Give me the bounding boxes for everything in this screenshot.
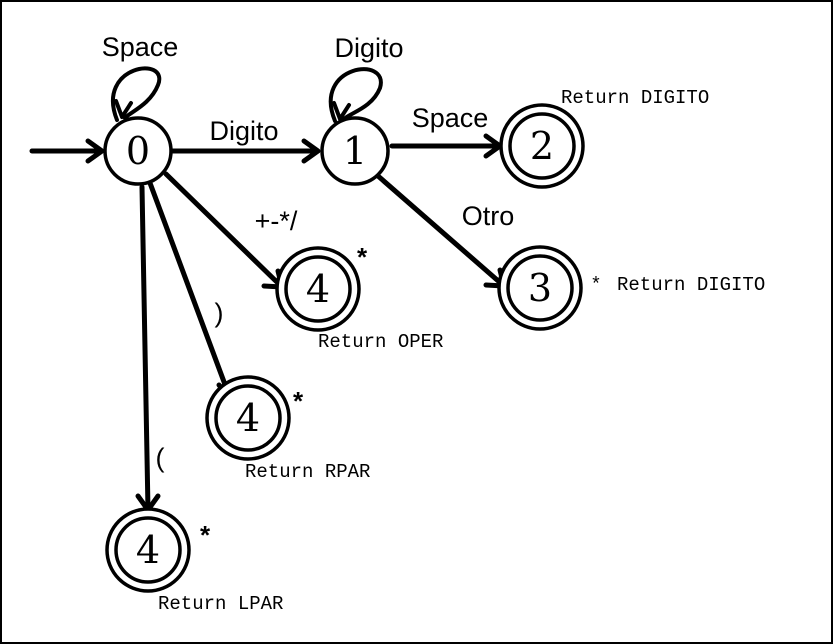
edge-1-3-label: Otro xyxy=(462,201,515,231)
state-4-lpar-star: * xyxy=(200,520,211,550)
state-4-rpar-star: * xyxy=(293,386,304,416)
edge-0-lpar-label: ( xyxy=(156,443,165,473)
state-4-lpar-inner-circle xyxy=(114,516,182,584)
state-3-outer-circle xyxy=(497,245,583,331)
loop-0-label: Space xyxy=(102,32,179,62)
edge-0-rpar xyxy=(147,180,233,401)
state-4-lpar-label: 4 xyxy=(136,528,160,572)
state-2-inner-circle xyxy=(508,112,576,180)
edge-0-1-arrowhead xyxy=(301,138,321,164)
loop-1-path xyxy=(328,67,383,123)
state-4-rpar-label: 4 xyxy=(236,396,260,440)
state-4-oper-outer-circle xyxy=(275,246,361,332)
start-arrowhead xyxy=(85,138,105,164)
edge-0-oper-label: +-*/ xyxy=(255,206,298,236)
state-4-oper-label: 4 xyxy=(306,267,330,311)
state-3-inner-circle xyxy=(506,254,574,322)
loop-1-label: Digito xyxy=(334,33,403,63)
state-0-label: 0 xyxy=(126,129,150,173)
edge-0-lpar xyxy=(139,184,151,513)
edge-0-rpar-label: ) xyxy=(215,298,224,328)
state-4-rpar-inner-circle xyxy=(214,384,282,452)
edge-0-1-label: Digito xyxy=(209,116,278,146)
edge-0-oper xyxy=(163,171,285,290)
state-4-oper-star: * xyxy=(357,242,368,272)
state-1-circle xyxy=(320,116,390,186)
state-3-action: Return DIGITO xyxy=(617,274,765,296)
state-2-label: 2 xyxy=(530,124,554,168)
edge-1-2-label: Space xyxy=(412,103,489,133)
state-3-label: 3 xyxy=(528,266,552,310)
state-2-outer-circle xyxy=(499,103,585,189)
state-4-lpar-outer-circle xyxy=(105,507,191,593)
state-4-oper-inner-circle xyxy=(284,255,352,323)
edge-1-3 xyxy=(375,173,507,289)
loop-1-arrowhead xyxy=(332,101,351,121)
state-3-star: * xyxy=(590,274,601,296)
state-4-rpar-outer-circle xyxy=(205,375,291,461)
state-2-action: Return DIGITO xyxy=(561,87,709,109)
state-1-label: 1 xyxy=(343,129,367,173)
loop-0-arrowhead xyxy=(114,99,133,119)
state-4-oper-action: Return OPER xyxy=(318,331,443,353)
state-4-rpar-action: Return RPAR xyxy=(245,461,370,483)
state-0-circle xyxy=(103,116,173,186)
loop-0-path xyxy=(111,66,162,122)
state-4-lpar-action: Return LPAR xyxy=(158,593,283,615)
